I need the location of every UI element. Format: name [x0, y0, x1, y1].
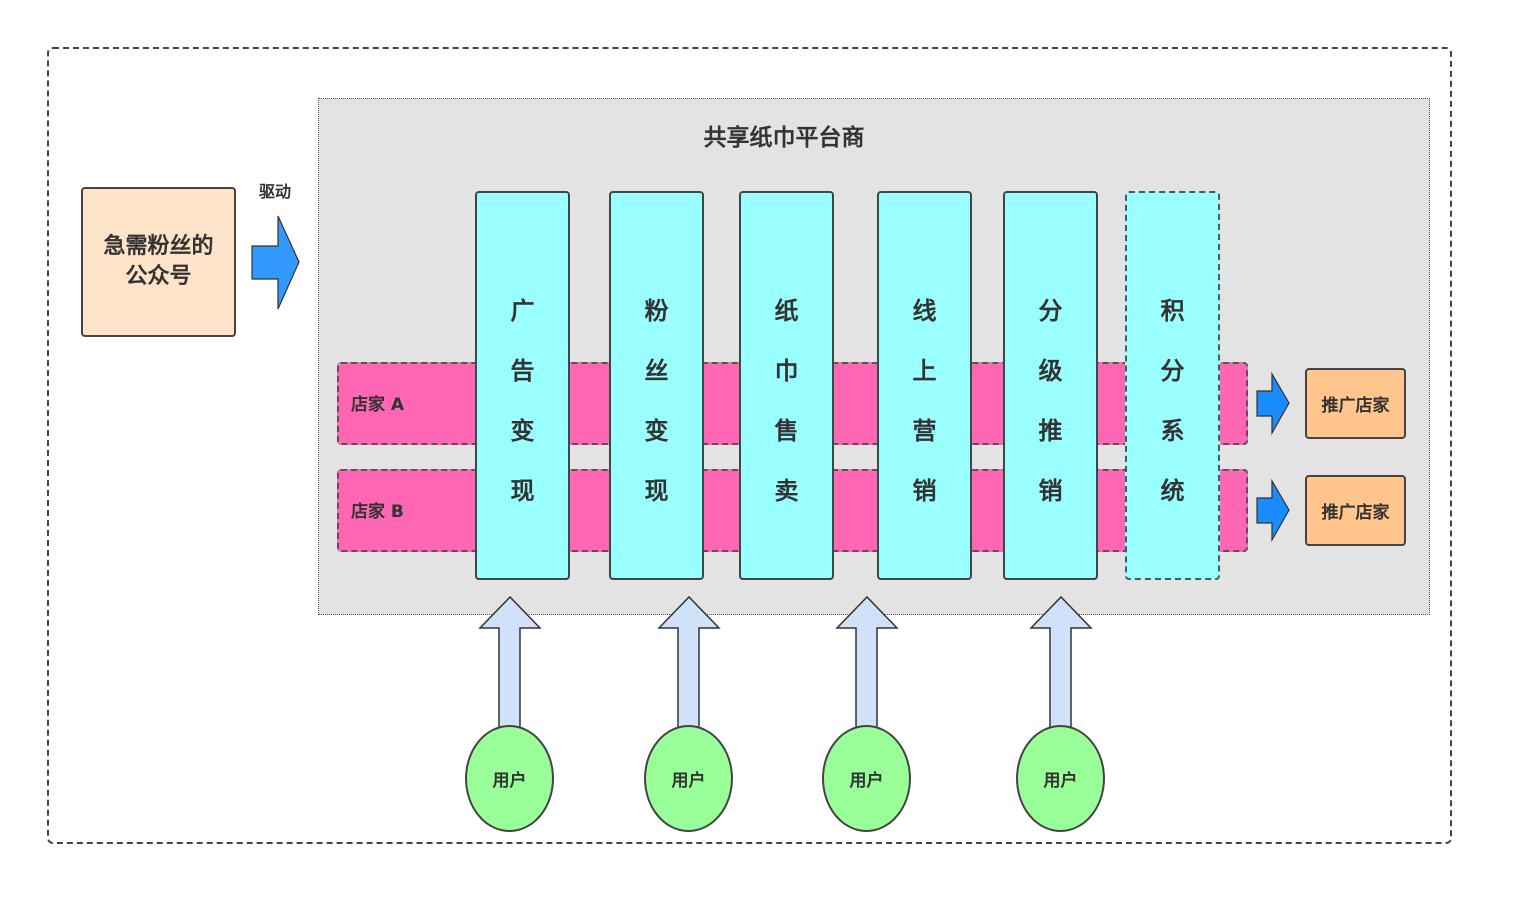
user-label: 用户 — [492, 771, 527, 791]
column-ad-monetization: 广告变现 — [475, 191, 570, 580]
outer-frame — [47, 47, 1452, 844]
merchant-label-a: 店家 A — [351, 395, 405, 415]
user-arrow-icon-3 — [835, 595, 899, 734]
source-label: 急需粉丝的公众号 — [103, 234, 214, 289]
user-arrow-icon-1 — [478, 595, 542, 734]
column-label: 分级推销 — [1038, 297, 1063, 505]
column-points-system: 积分系统 — [1125, 191, 1220, 580]
column-tiered-promotion: 分级推销 — [1003, 191, 1098, 580]
merchant-label-b: 店家 B — [351, 502, 404, 522]
user-label: 用户 — [849, 771, 884, 791]
promo-merchant-box-a: 推广店家 — [1305, 368, 1406, 439]
user-label: 用户 — [1043, 771, 1078, 791]
user-arrow-icon-2 — [657, 595, 721, 734]
column-label: 纸巾售卖 — [774, 297, 799, 505]
user-node-1: 用户 — [465, 725, 554, 832]
column-label: 广告变现 — [510, 297, 535, 505]
drive-arrow-icon — [251, 215, 300, 310]
user-node-4: 用户 — [1016, 725, 1105, 832]
source-node: 急需粉丝的公众号 — [81, 187, 236, 337]
promo-merchant-box-b: 推广店家 — [1305, 475, 1406, 546]
user-label: 用户 — [671, 771, 706, 791]
promo-label: 推广店家 — [1321, 503, 1390, 523]
column-tissue-sales: 纸巾售卖 — [739, 191, 834, 580]
column-label: 粉丝变现 — [644, 297, 669, 505]
column-fan-monetization: 粉丝变现 — [609, 191, 704, 580]
platform-title: 共享纸巾平台商 — [703, 125, 865, 151]
promo-arrow-icon-a — [1256, 371, 1290, 436]
promo-arrow-icon-b — [1256, 478, 1290, 543]
column-online-marketing: 线上营销 — [877, 191, 972, 580]
user-node-3: 用户 — [822, 725, 911, 832]
drive-label: 驱动 — [258, 182, 291, 201]
column-label: 线上营销 — [912, 297, 937, 505]
user-arrow-icon-4 — [1029, 595, 1093, 734]
promo-label: 推广店家 — [1321, 396, 1390, 416]
user-node-2: 用户 — [644, 725, 733, 832]
column-label: 积分系统 — [1160, 297, 1185, 505]
